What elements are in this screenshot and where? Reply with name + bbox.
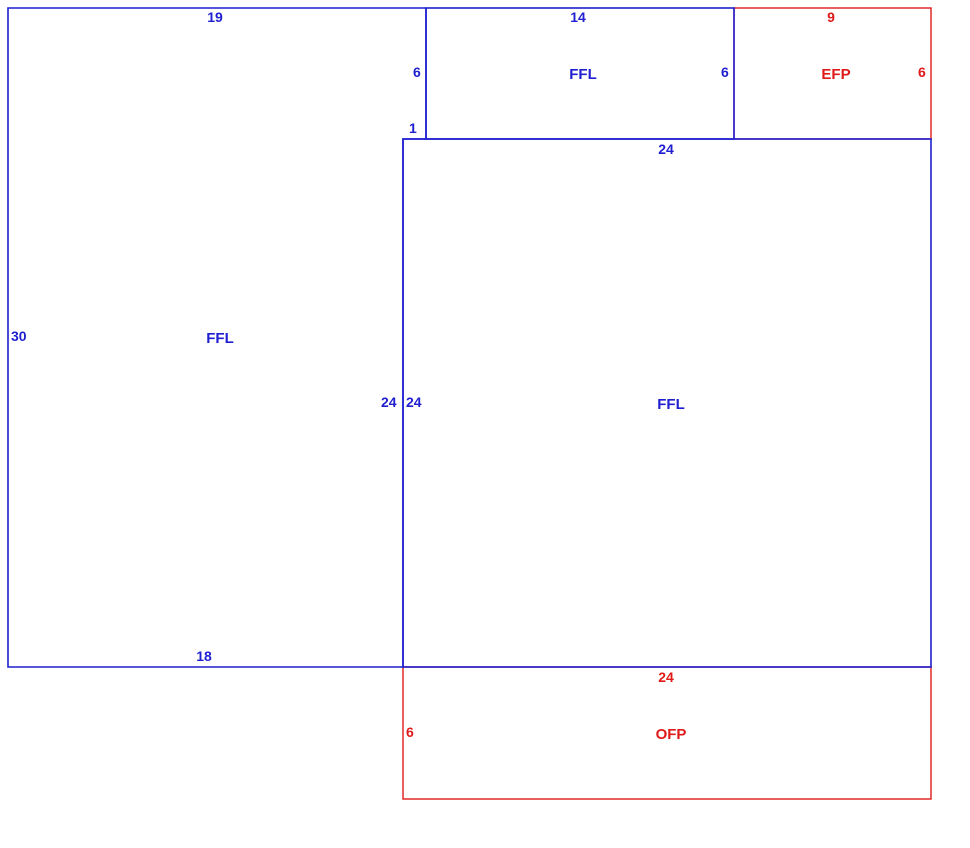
bottom-area-label: OFP <box>655 726 687 743</box>
top-right-area-right-dimension: 6 <box>918 64 926 80</box>
left-room-left-dimension: 30 <box>11 328 27 344</box>
top-right-area-label: EFP <box>821 66 851 83</box>
bottom-area-left-dimension: 6 <box>406 724 414 740</box>
left-room-step-dimension: 1 <box>409 120 417 136</box>
left-room-right-dimension: 24 <box>381 394 397 410</box>
top-middle-room-right-dimension: 6 <box>721 64 729 80</box>
top-middle-room-label: FFL <box>569 66 597 83</box>
top-middle-room-top-dimension: 14 <box>570 9 586 25</box>
bottom-area-top-dimension: 24 <box>658 669 674 685</box>
top-right-area-top-dimension: 9 <box>827 9 835 25</box>
left-room-label: FFL <box>206 330 234 347</box>
main-room-top-dimension: 24 <box>658 141 674 157</box>
left-room-bottom-dimension: 18 <box>196 648 212 664</box>
main-room-left-dimension: 24 <box>406 394 422 410</box>
top-middle-room-left-dimension: 6 <box>413 64 421 80</box>
main-room-label: FFL <box>657 396 685 413</box>
left-room-top-dimension: 19 <box>207 9 223 25</box>
main-room-outline <box>402 138 932 668</box>
